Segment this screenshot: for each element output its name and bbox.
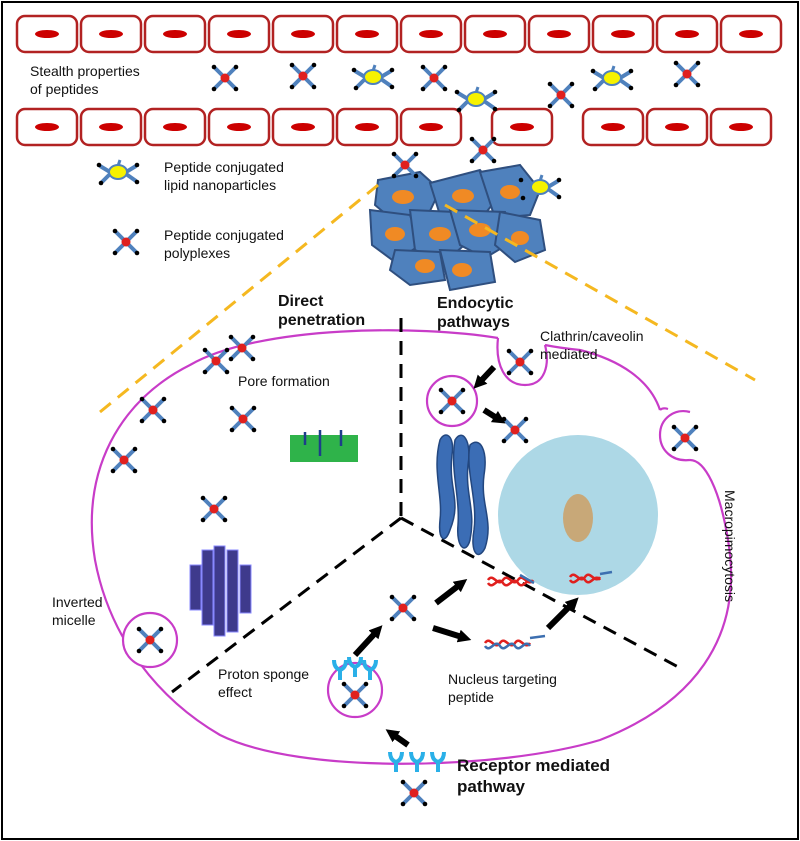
direct-particles [108,332,259,525]
membrane-receptors [388,750,446,809]
arrow-icon [473,364,497,389]
endocytic-pathways-label: Endocytic pathways [437,295,514,331]
stealth-label: Stealth properties of peptides [30,63,140,97]
legend [94,158,142,258]
legend-lipid-label: Peptide conjugated lipid nanoparticles [164,159,284,193]
proton-sponge-endosome [326,655,384,719]
vessel-top-row [15,14,783,54]
tumor-mass [368,149,564,292]
dna-coils [483,570,613,650]
lipid-nanoparticle-icon [94,158,142,188]
receptor-mediated-label: Receptor mediated pathway [457,756,611,796]
clathrin-caveolin-label: Clathrin/caveolin mediated [540,328,644,362]
nucleus-targeting-label: Nucleus targeting peptide [448,671,557,705]
proton-sponge-label: Proton sponge effect [218,666,310,700]
polyplex-icon [110,226,142,258]
zoom-line-right [444,203,756,382]
macropinocytosis-label: Macropimocytosis [722,490,738,603]
inverted-micelle [121,611,179,669]
pore-barrels [189,545,252,637]
vessel-bottom-row [15,107,773,147]
channel-protein [290,430,358,462]
pathway-arrows [352,364,579,748]
cell-membrane [90,329,733,765]
cell-nucleus [498,435,658,595]
endoplasmic-reticulum [436,434,489,556]
pore-formation-label: Pore formation [238,373,330,389]
direct-penetration-label: Direct penetration [278,293,366,329]
receptor-icon [388,750,404,774]
legend-polyplex-label: Peptide conjugated polyplexes [164,227,284,261]
cytosolic-particle [387,592,419,624]
endocytic-particles [425,346,701,454]
inverted-micelle-label: Inverted micelle [52,594,103,628]
zoom-line-left [99,183,379,414]
pathway-dividers [171,318,681,694]
